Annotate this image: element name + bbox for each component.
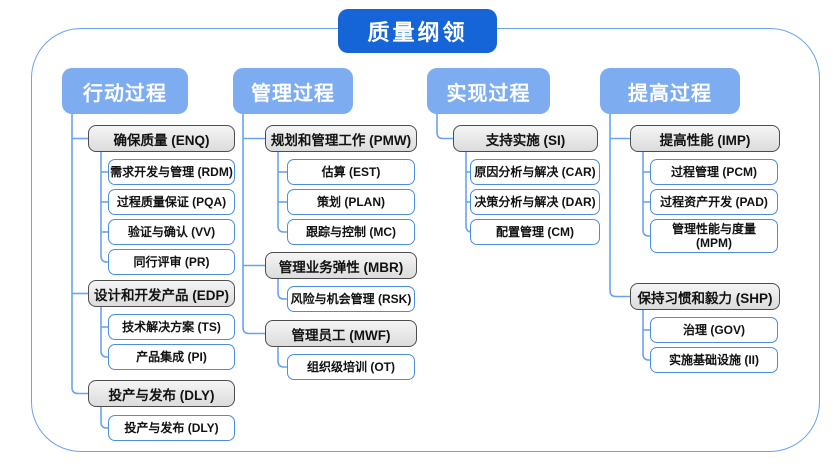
level2-node: 确保质量 (ENQ)	[88, 125, 235, 152]
level3-node: 验证与确认 (VV)	[108, 219, 235, 245]
level3-node: 跟踪与控制 (MC)	[287, 219, 415, 245]
level3-node: 过程质量保证 (PQA)	[108, 189, 235, 215]
level3-node: 投产与发布 (DLY)	[108, 415, 235, 441]
level3-node: 产品集成 (PI)	[108, 344, 235, 370]
level3-node: 实施基础设施 (II)	[650, 347, 778, 373]
level2-node: 设计和开发产品 (EDP)	[88, 280, 235, 307]
level3-node: 治理 (GOV)	[650, 317, 778, 343]
level3-node: 管理性能与度量 (MPM)	[650, 219, 778, 253]
level3-node: 过程管理 (PCM)	[650, 159, 778, 185]
level2-node: 提高性能 (IMP)	[630, 125, 780, 152]
column-header: 实现过程	[427, 68, 550, 114]
level3-node: 过程资产开发 (PAD)	[650, 189, 778, 215]
level3-node: 决策分析与解决 (DAR)	[470, 189, 600, 215]
level3-node: 估算 (EST)	[287, 159, 415, 185]
level2-node: 管理员工 (MWF)	[265, 320, 417, 347]
level3-node: 同行评审 (PR)	[108, 249, 235, 275]
diagram-title: 质量纲领	[338, 9, 497, 53]
column-header: 行动过程	[62, 68, 188, 114]
level3-node: 策划 (PLAN)	[287, 189, 415, 215]
level2-node: 投产与发布 (DLY)	[88, 380, 235, 407]
column-header: 提高过程	[600, 68, 740, 114]
level3-node: 风险与机会管理 (RSK)	[287, 286, 415, 312]
level3-node: 配置管理 (CM)	[470, 219, 600, 245]
column-header: 管理过程	[233, 68, 353, 114]
level3-node: 技术解决方案 (TS)	[108, 314, 235, 340]
level2-node: 管理业务弹性 (MBR)	[265, 252, 417, 279]
level2-node: 支持实施 (SI)	[453, 125, 598, 152]
level3-node: 需求开发与管理 (RDM)	[108, 159, 235, 185]
level2-node: 保持习惯和毅力 (SHP)	[630, 283, 780, 310]
level3-node: 组织级培训 (OT)	[287, 354, 415, 380]
level3-node: 原因分析与解决 (CAR)	[470, 159, 600, 185]
level2-node: 规划和管理工作 (PMW)	[265, 125, 417, 152]
